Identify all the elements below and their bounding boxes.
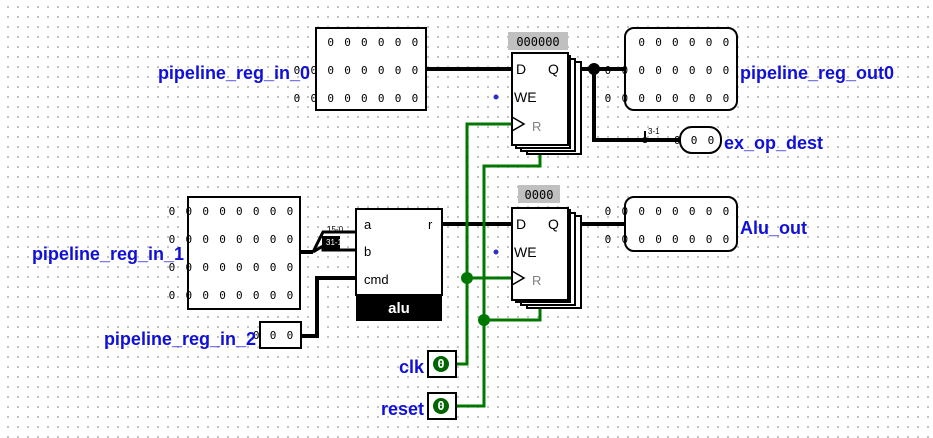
bit-row: 0 0 0 0 0 0 0 0 xyxy=(169,289,295,302)
label-pipeline-reg-in-0: pipeline_reg_in_0 xyxy=(158,63,310,83)
reset-value-indicator xyxy=(433,398,449,414)
register-pin-d: D xyxy=(516,61,526,77)
label-pipeline-reg-in-2: pipeline_reg_in_2 xyxy=(104,329,256,349)
pin-pipeline-reg-in-0[interactable]: 0 0 0 0 0 0 0 0 0 0 0 0 0 0 0 0 0 0 0 0 … xyxy=(294,27,427,111)
bit-row: 0 0 0 0 0 0 0 0 xyxy=(169,233,295,246)
wire-reset-trunk[interactable] xyxy=(456,320,486,408)
bit-row: 0 0 0 xyxy=(674,134,716,147)
clk-value: 0 xyxy=(437,357,444,371)
clock-triangle-icon xyxy=(511,116,526,132)
output-box[interactable] xyxy=(679,126,722,154)
register-body[interactable] xyxy=(511,207,569,301)
wire-q-to-dest[interactable] xyxy=(592,69,680,142)
bit-row: 0 0 0 0 0 0 0 0 xyxy=(605,205,731,218)
wires xyxy=(300,63,680,408)
register-pin-r: R xyxy=(532,119,541,134)
label-ex-op-dest: ex_op_dest xyxy=(724,133,823,153)
register-pin-we: WE xyxy=(514,244,537,260)
bit-row: 0 0 0 0 0 0 xyxy=(638,36,731,49)
bit-row: 0 0 0 0 0 0 0 0 xyxy=(605,233,731,246)
reset-value: 0 xyxy=(437,399,444,413)
register-value-box xyxy=(508,32,568,50)
wire-clk-trunk[interactable] xyxy=(456,278,469,366)
reset-junction xyxy=(478,314,490,326)
clk-value-indicator xyxy=(433,356,449,372)
we-tie-bottom xyxy=(493,249,499,255)
register-body[interactable] xyxy=(511,52,569,146)
wire-reset-to-reg-bottom[interactable] xyxy=(484,305,542,322)
alu-name-bar xyxy=(356,295,442,321)
bit-row: 0 0 0 0 0 0 0 0 xyxy=(605,92,731,105)
splitter-dot xyxy=(642,137,648,143)
we-tie-top xyxy=(493,94,499,100)
bit-row: 0 0 0 xyxy=(253,329,295,342)
clk-junction xyxy=(461,272,473,284)
label-pipeline-reg-out0: pipeline_reg_out0 xyxy=(740,63,894,83)
label-clk: clk xyxy=(399,357,425,377)
pin-pipeline-reg-out0[interactable]: 0 0 0 0 0 0 0 0 0 0 0 0 0 0 0 0 0 0 0 0 … xyxy=(605,27,738,111)
wire-clk-to-reg-top[interactable] xyxy=(465,122,512,278)
wire-in1-to-alu-a[interactable] xyxy=(311,230,356,253)
splitter-label-dest: 3-1 xyxy=(648,127,660,136)
label-alu-out: Alu_out xyxy=(740,218,807,238)
register-value: 000000 xyxy=(516,35,559,49)
wire-reset-to-reg-top[interactable] xyxy=(482,150,542,320)
wire-in2-to-alu-cmd[interactable] xyxy=(301,276,356,338)
register-value: 0000 xyxy=(525,188,554,202)
bit-row: 0 0 0 0 0 0 0 0 xyxy=(169,261,295,274)
splitter-label-lo: 31-16 xyxy=(326,238,347,247)
register-value-box xyxy=(518,185,560,203)
pin-reset[interactable]: 0 xyxy=(427,392,457,420)
bit-row: 0 0 0 0 0 0 xyxy=(327,36,420,49)
input-box[interactable] xyxy=(315,27,427,111)
alu-pin-b: b xyxy=(364,244,371,259)
label-pipeline-reg-in-1: pipeline_reg_in_1 xyxy=(32,244,184,264)
register-pin-d: D xyxy=(516,216,526,232)
clock-triangle-icon xyxy=(511,270,526,286)
bit-row: 0 0 0 0 0 0 0 0 xyxy=(605,64,731,77)
alu-pin-r: r xyxy=(428,217,433,232)
bit-row: 0 0 0 0 0 0 0 0 xyxy=(169,205,295,218)
register-pin-we: WE xyxy=(514,89,537,105)
pin-alu-out[interactable]: 0 0 0 0 0 0 0 0 0 0 0 0 0 0 0 0 xyxy=(605,196,738,252)
pin-pipeline-reg-in-1[interactable]: 0 0 0 0 0 0 0 0 0 0 0 0 0 0 0 0 0 0 0 0 … xyxy=(169,196,301,310)
pin-pipeline-reg-in-2[interactable]: 0 0 0 xyxy=(253,321,302,349)
output-box[interactable] xyxy=(624,27,738,111)
register-bottom[interactable]: 0000 D Q WE R xyxy=(511,185,582,309)
register-pin-q: Q xyxy=(548,216,559,232)
alu-body[interactable] xyxy=(355,208,443,296)
pin-clk[interactable]: 0 xyxy=(427,350,457,378)
register-pin-r: R xyxy=(532,273,541,288)
pin-ex-op-dest[interactable]: 0 0 0 xyxy=(674,126,722,154)
splitter-label-hi: 15-0 xyxy=(327,225,344,234)
label-reset: reset xyxy=(381,399,424,419)
alu-pin-cmd: cmd xyxy=(364,272,389,287)
register-top[interactable]: 000000 D Q WE R xyxy=(508,32,582,155)
output-box[interactable] xyxy=(624,196,738,252)
bit-row: 0 0 0 0 0 0 0 0 xyxy=(294,92,420,105)
alu-component[interactable]: alu a b cmd r xyxy=(355,208,443,321)
register-pin-q: Q xyxy=(548,61,559,77)
alu-pin-a: a xyxy=(364,217,372,232)
bit-row: 0 0 0 0 0 0 0 0 xyxy=(294,64,420,77)
input-box[interactable] xyxy=(259,321,302,349)
alu-name: alu xyxy=(388,300,410,317)
input-box[interactable] xyxy=(187,196,301,310)
splitter-block xyxy=(322,236,340,250)
